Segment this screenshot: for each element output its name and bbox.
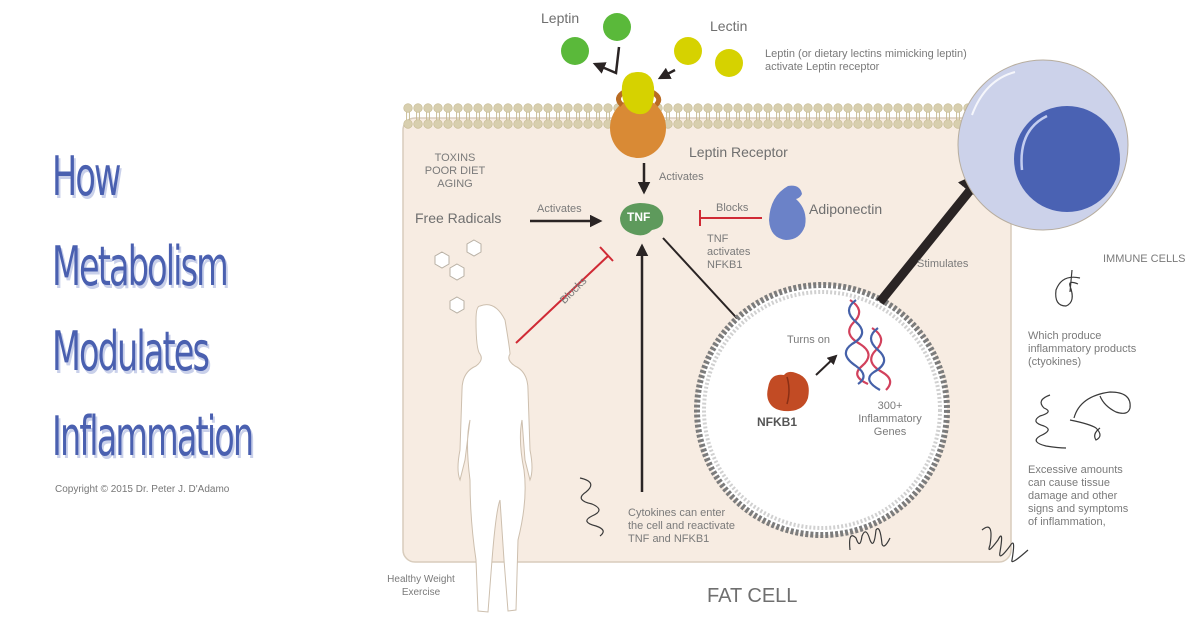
- adiponectin-label: Adiponectin: [809, 201, 883, 217]
- cytokines-note-line: the cell and reactivate: [628, 520, 736, 532]
- lectin-molecule: [674, 37, 702, 65]
- cytokines-note-line: Cytokines can enter: [628, 507, 726, 519]
- produce-label: Which produce inflammatory products (cty…: [1028, 330, 1136, 369]
- nucleus: [694, 282, 950, 538]
- receptor-activates-label: Activates: [659, 171, 704, 183]
- leptin-molecule: [561, 37, 589, 65]
- free-radical-hexagons: [434, 239, 482, 314]
- lectin-label: Lectin: [710, 18, 748, 34]
- tnf-label: TNF: [627, 210, 651, 224]
- turns-on-arrow: [815, 354, 838, 376]
- radicals-activates-label: Activates: [537, 203, 582, 215]
- nfkb1-protein: [767, 371, 809, 412]
- stressor-item: POOR DIET: [424, 165, 486, 177]
- title-line-modulates: Modulates: [52, 320, 210, 383]
- lectin-arrow: [657, 67, 676, 80]
- title-line-how: How: [52, 145, 121, 208]
- immune-cells-label: IMMUNE CELLS: [1103, 253, 1186, 265]
- leptin-arrow: [592, 46, 621, 75]
- woman-silhouette-icon: [457, 304, 533, 613]
- excessive-label: Excessive amounts can cause tissue damag…: [1028, 464, 1128, 529]
- genes-line: 300+: [877, 400, 903, 412]
- produce-line: (ctyokines): [1028, 356, 1082, 368]
- excessive-line: can cause tissue: [1028, 477, 1110, 489]
- stimulates-label: Stimulates: [917, 258, 969, 270]
- cell-membrane: [403, 103, 1003, 129]
- leptin-note-line: Leptin (or dietary lectins mimicking lep…: [765, 48, 967, 60]
- healthy-line: Healthy Weight: [387, 574, 455, 585]
- leptin-receptor: [610, 98, 666, 158]
- nfkb1-label: NFKB1: [757, 415, 798, 429]
- tnf-activates-line: NFKB1: [707, 259, 743, 271]
- leptin-molecule: [603, 13, 631, 41]
- excessive-line: of inflammation,: [1028, 516, 1106, 528]
- leptin-note: Leptin (or dietary lectins mimicking lep…: [765, 48, 967, 74]
- adiponectin-protein: [769, 185, 806, 240]
- genes-label: 300+ Inflammatory Genes: [850, 400, 930, 439]
- immune-cell-nucleus: [1014, 106, 1120, 212]
- genes-line: Inflammatory: [858, 413, 922, 425]
- excessive-line: damage and other: [1028, 490, 1118, 502]
- tnf-activates-nfkb1-label: TNF activates NFKB1: [707, 233, 750, 272]
- excessive-line: Excessive amounts: [1028, 464, 1123, 476]
- free-radicals-label: Free Radicals: [415, 210, 502, 226]
- adiponectin-blocks-label: Blocks: [716, 202, 749, 214]
- leptin-note-line: activate Leptin receptor: [765, 61, 880, 73]
- copyright: Copyright © 2015 Dr. Peter J. D'Adamo: [55, 484, 230, 495]
- tnf-protein: [620, 203, 664, 236]
- turns-on-label: Turns on: [787, 334, 831, 346]
- exercise-block-line: [515, 255, 609, 344]
- leptin-bound: [621, 72, 655, 115]
- stimulates-arrow: [876, 169, 988, 305]
- stressor-item: TOXINS: [434, 152, 476, 164]
- cytokine-coil-icon: [981, 526, 1029, 563]
- title-line-inflammation: Inflammation: [52, 405, 254, 468]
- leptin-receptor-label: Leptin Receptor: [689, 144, 788, 160]
- cytokine-coil-icon: [1035, 391, 1131, 449]
- cytokines-note: Cytokines can enter the cell and reactiv…: [628, 507, 735, 546]
- title-line-metabolism: Metabolism: [52, 235, 229, 298]
- stressor-item: AGING: [437, 178, 473, 190]
- excessive-line: signs and symptoms: [1028, 503, 1129, 515]
- healthy-label: Healthy Weight Exercise: [378, 573, 464, 599]
- healthy-line: Exercise: [401, 587, 441, 598]
- dna-icon: [844, 299, 892, 391]
- cytokines-note-line: TNF and NFKB1: [628, 533, 710, 545]
- produce-line: Which produce: [1028, 330, 1102, 342]
- leptin-label: Leptin: [541, 10, 580, 26]
- lectin-molecule: [715, 49, 743, 77]
- cytokine-coil-icon: [579, 477, 604, 537]
- tnf-activates-line: TNF: [707, 233, 729, 245]
- cytokine-coil-icon: [1055, 269, 1081, 307]
- genes-line: Genes: [873, 426, 907, 438]
- tnf-activates-line: activates: [707, 246, 751, 258]
- produce-line: inflammatory products: [1028, 343, 1137, 355]
- cytokine-coil-icon: [849, 528, 891, 551]
- stressors-label: TOXINS POOR DIET AGING: [420, 152, 490, 191]
- fat-cell-label: FAT CELL: [707, 585, 798, 607]
